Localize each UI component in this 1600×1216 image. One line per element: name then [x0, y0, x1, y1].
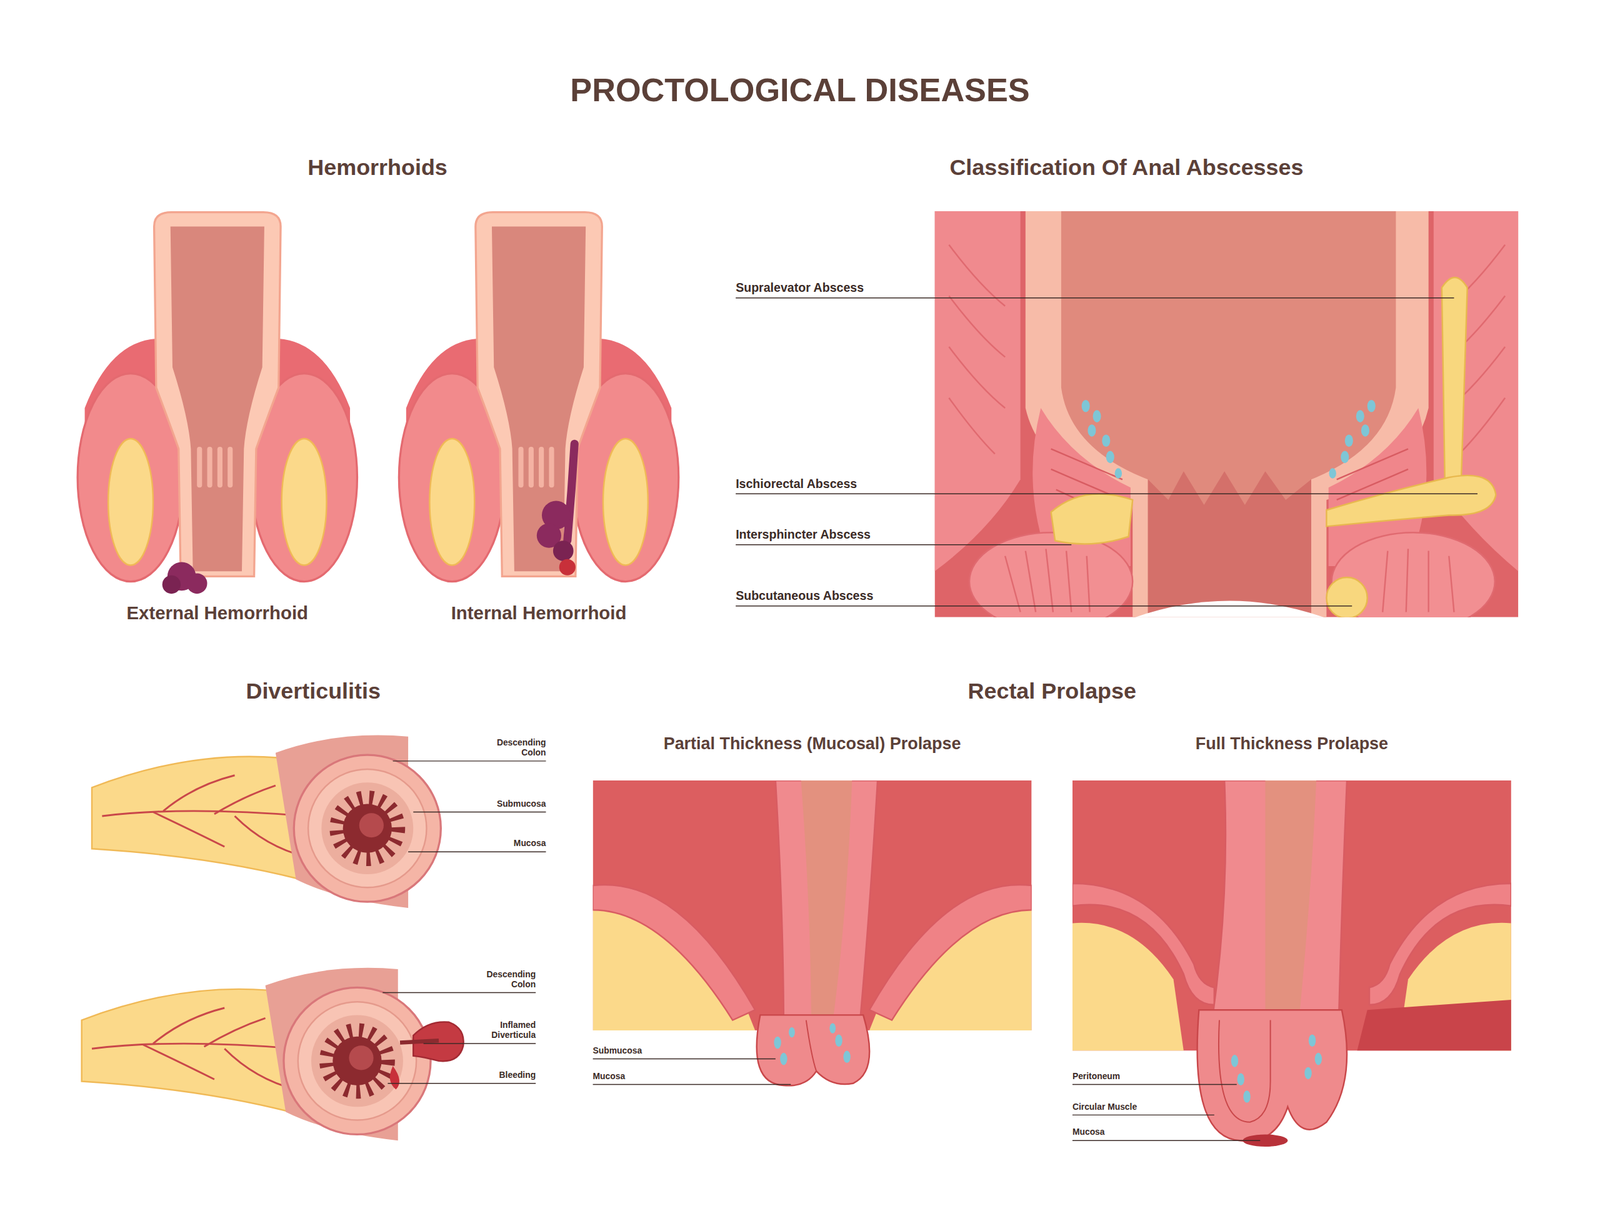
section-heading: Diverticulitis	[245, 678, 381, 704]
section-heading: Classification Of Anal Abscesses	[949, 154, 1304, 180]
part-label: Intersphincter Abscess	[735, 527, 871, 542]
figure-caption: External Hemorrhoid	[126, 602, 309, 624]
part-label: Mucosa	[593, 1071, 626, 1082]
figure-caption: Internal Hemorrhoid	[451, 602, 627, 624]
part-label: Inflamed Diverticula	[472, 1020, 536, 1041]
part-label: Supralevator Abscess	[735, 280, 864, 295]
section-heading: Hemorrhoids	[307, 154, 447, 180]
subsection-heading: Full Thickness Prolapse	[1195, 734, 1389, 754]
part-label: Submucosa	[496, 799, 547, 810]
part-label: Peritoneum	[1072, 1071, 1120, 1082]
part-label: Ischiorectal Abscess	[735, 476, 857, 492]
part-label: Submucosa	[593, 1046, 643, 1057]
part-label: Descending Colon	[472, 970, 536, 990]
main-title: PROCTOLOGICAL DISEASES	[570, 71, 1030, 109]
part-label: Mucosa	[1072, 1127, 1105, 1138]
part-label: Circular Muscle	[1072, 1102, 1137, 1113]
part-label: Subcutaneous Abscess	[735, 588, 874, 604]
part-label: Bleeding	[499, 1070, 537, 1081]
section-heading: Rectal Prolapse	[968, 678, 1137, 704]
part-label: Mucosa	[513, 838, 547, 849]
subsection-heading: Partial Thickness (Mucosal) Prolapse	[663, 734, 962, 754]
part-label: Descending Colon	[482, 738, 546, 759]
